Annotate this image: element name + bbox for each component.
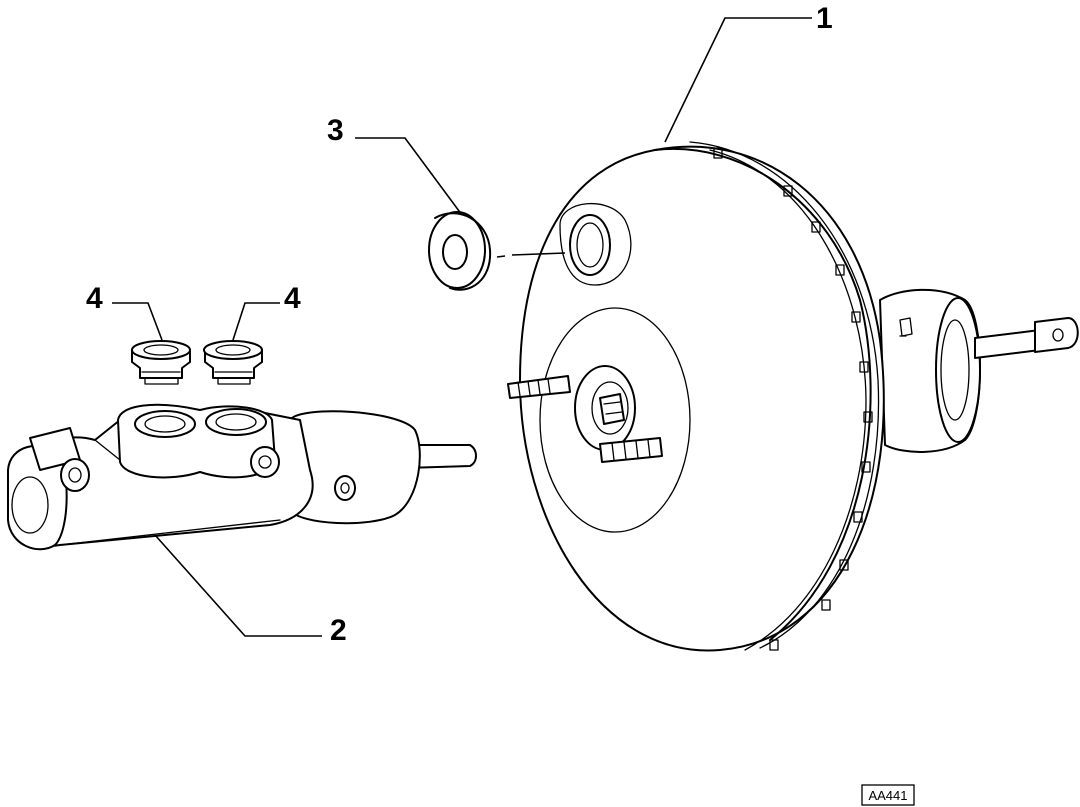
callout-leaders [112, 17, 812, 637]
booster-rim-tabs [713, 147, 873, 651]
reference-code-box: AA441 [861, 784, 915, 806]
leader-1 [664, 17, 812, 143]
callout-number-2: 2 [330, 614, 347, 647]
callout-number-4-right: 4 [284, 282, 301, 315]
master-cylinder-push-rod [404, 444, 477, 469]
callout-number-3: 3 [327, 114, 344, 147]
vacuum-grommet [428, 211, 566, 291]
booster-vacuum-port [559, 202, 632, 286]
booster-push-rod [974, 317, 1079, 359]
callout-number-1: 1 [816, 2, 833, 35]
reference-code: AA441 [868, 788, 907, 803]
booster-center-hub [507, 365, 663, 463]
leader-2 [154, 534, 322, 637]
grommet-alignment-line [496, 252, 566, 258]
leader-4a [112, 302, 163, 341]
leader-3 [355, 137, 463, 216]
callout-labels: 1 2 3 4 4 [86, 2, 833, 647]
master-cylinder [7, 403, 477, 551]
leader-4b [232, 302, 280, 341]
booster-rear-housing [879, 288, 981, 453]
booster-stud-lower [599, 437, 663, 463]
reservoir-seal-right [203, 340, 263, 385]
brake-booster [507, 141, 1079, 652]
callout-number-4-left: 4 [86, 282, 103, 315]
reservoir-seal-left [131, 340, 191, 385]
booster-shell [507, 141, 885, 652]
